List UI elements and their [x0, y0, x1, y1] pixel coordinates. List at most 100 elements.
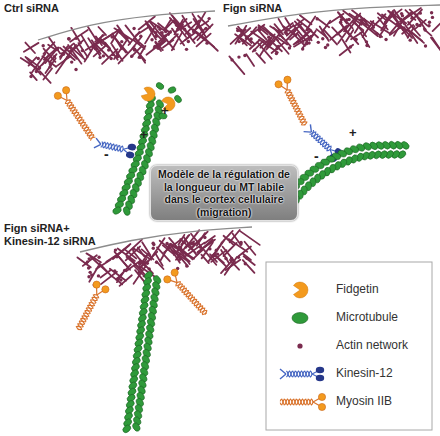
actin-filament: [60, 48, 75, 60]
actin-filament: [211, 250, 226, 262]
actin-dot: [427, 24, 430, 27]
actin-dot: [379, 35, 382, 38]
actin-filament: [221, 260, 233, 273]
actin-filament: [204, 38, 218, 51]
tubulin-dimer: [121, 424, 132, 434]
actin-dot: [428, 20, 431, 23]
actin-filament: [142, 249, 154, 259]
legend-label: Microtubule: [336, 310, 398, 324]
kinesin-stalk-strand: [309, 132, 330, 151]
actin-dot: [208, 247, 211, 250]
actin-dot: [269, 33, 272, 36]
actin-filament: [96, 36, 102, 45]
panel-label: Fign siRNA: [223, 2, 333, 15]
polarity-sign: -: [104, 146, 116, 162]
microtubule: [121, 270, 162, 434]
actin-dot: [204, 27, 207, 30]
actin-filament: [240, 231, 260, 245]
actin-dot: [205, 41, 208, 44]
actin-filament: [414, 13, 425, 30]
myosin-head: [164, 276, 171, 283]
actin-filament: [181, 236, 189, 247]
kinesin-head: [127, 143, 137, 151]
actin-filament: [352, 10, 366, 21]
actin-dot: [185, 48, 188, 51]
panel-label: Ctrl siRNA: [4, 2, 114, 15]
actin-filament: [397, 21, 408, 38]
actin-dot: [359, 18, 362, 21]
actin-dot: [415, 13, 418, 16]
microtubule-sample: [292, 313, 308, 324]
actin-filament: [24, 43, 39, 52]
actin-dot: [181, 23, 184, 26]
actin-dot: [365, 40, 368, 43]
actin-network: [229, 8, 440, 74]
kinesin-12: [304, 124, 344, 163]
actin-dot: [102, 54, 105, 57]
actin-filament: [181, 25, 195, 43]
actin-dot: [155, 35, 158, 38]
actin-dot: [56, 47, 59, 50]
free-tubulin: [155, 81, 165, 90]
actin-dot: [156, 25, 159, 28]
actin-dot: [211, 254, 214, 257]
myosin-iib: [164, 269, 207, 315]
tubulin-dimer: [112, 206, 123, 216]
kinesin-stalk-strand: [286, 371, 312, 377]
actin-dot: [86, 260, 89, 263]
myosin-head: [318, 393, 325, 400]
actin-dot: [401, 14, 404, 17]
actin-filament: [171, 250, 188, 262]
actin-dot: [109, 57, 112, 60]
actin-filament: [193, 21, 208, 31]
actin-dot: [110, 35, 113, 38]
actin-dot: [410, 16, 413, 19]
actin-dot: [87, 275, 90, 278]
cell-membrane: [80, 227, 252, 252]
myosin-tail: [176, 282, 207, 315]
actin-dot: [230, 58, 233, 61]
actin-filament: [223, 243, 236, 256]
fign-kinesin-panel: [76, 227, 259, 434]
actin-dot: [278, 34, 281, 37]
kinesin-fork: [310, 124, 312, 132]
actin-filament: [135, 50, 145, 61]
actin-dot: [42, 44, 45, 47]
actin-filament: [203, 249, 216, 265]
actin-dot: [98, 56, 101, 59]
node-text: Modèle de la régulation de la longueur d…: [155, 168, 293, 218]
actin-dot: [178, 258, 181, 261]
kinesin-fork: [96, 138, 101, 144]
actin-dot: [167, 32, 170, 35]
actin-dot: [148, 267, 151, 270]
actin-dot: [277, 29, 280, 32]
actin-dot: [120, 40, 123, 43]
actin-dot: [133, 48, 136, 51]
actin-filament: [40, 71, 51, 83]
actin-dot: [183, 241, 186, 244]
actin-dot: [415, 23, 418, 26]
myosin-tail-strand: [280, 399, 313, 405]
actin-dot: [216, 252, 219, 255]
actin-dot: [430, 11, 433, 14]
kinesin-fork: [280, 369, 286, 374]
actin-dot: [345, 18, 348, 21]
actin-dot: [399, 18, 402, 21]
actin-dot: [224, 257, 227, 260]
legend-frame: [266, 262, 432, 430]
actin-filament: [110, 269, 126, 281]
actin-dot: [62, 53, 65, 56]
actin-filament: [344, 28, 359, 44]
actin-dot: [215, 249, 218, 252]
actin-filament: [251, 32, 270, 45]
actin-filament: [133, 251, 146, 267]
actin-dot: [240, 29, 243, 32]
actin-dot: [424, 44, 427, 47]
actin-dot: [349, 45, 352, 48]
actin-filament: [360, 33, 369, 47]
myosin-tail: [280, 399, 313, 405]
actin-dot: [123, 269, 126, 272]
actin-filament: [71, 47, 85, 59]
actin-dot: [155, 261, 158, 264]
actin-filament: [424, 29, 432, 36]
